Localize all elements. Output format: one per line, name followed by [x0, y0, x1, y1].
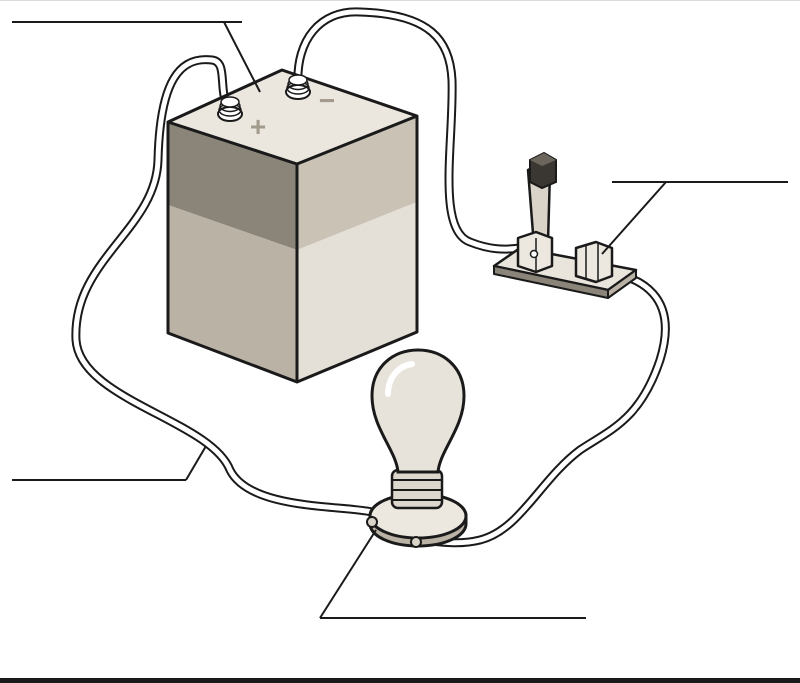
- label-line-wire: [12, 445, 207, 481]
- battery-right-face-upper: [297, 116, 417, 250]
- label-line-switch: [601, 181, 788, 255]
- label-line-battery: [12, 21, 261, 93]
- negative-sign: −: [319, 85, 335, 116]
- battery-left-face-lower: [168, 205, 297, 382]
- wire-battery-positive-to-bulb: [71, 55, 377, 517]
- bulb-glass: [370, 348, 466, 474]
- switch-hinge: [516, 230, 554, 274]
- knife-switch: [492, 151, 638, 299]
- bulb-screw-base: [390, 468, 444, 510]
- top-border: [0, 0, 800, 1]
- positive-sign: +: [250, 111, 266, 142]
- bulb-terminal-left: [366, 516, 378, 528]
- wire-battery-negative-to-switch: [293, 7, 525, 254]
- bulb-terminal-right: [410, 536, 422, 548]
- battery-right-face-lower: [297, 202, 417, 382]
- light-bulb: [366, 348, 468, 548]
- wire-switch-to-bulb: [415, 267, 670, 548]
- label-line-bulb: [319, 529, 586, 619]
- bottom-border: [0, 678, 800, 683]
- positive-terminal: [217, 96, 243, 122]
- negative-terminal: [285, 74, 311, 100]
- battery: + −: [166, 68, 419, 384]
